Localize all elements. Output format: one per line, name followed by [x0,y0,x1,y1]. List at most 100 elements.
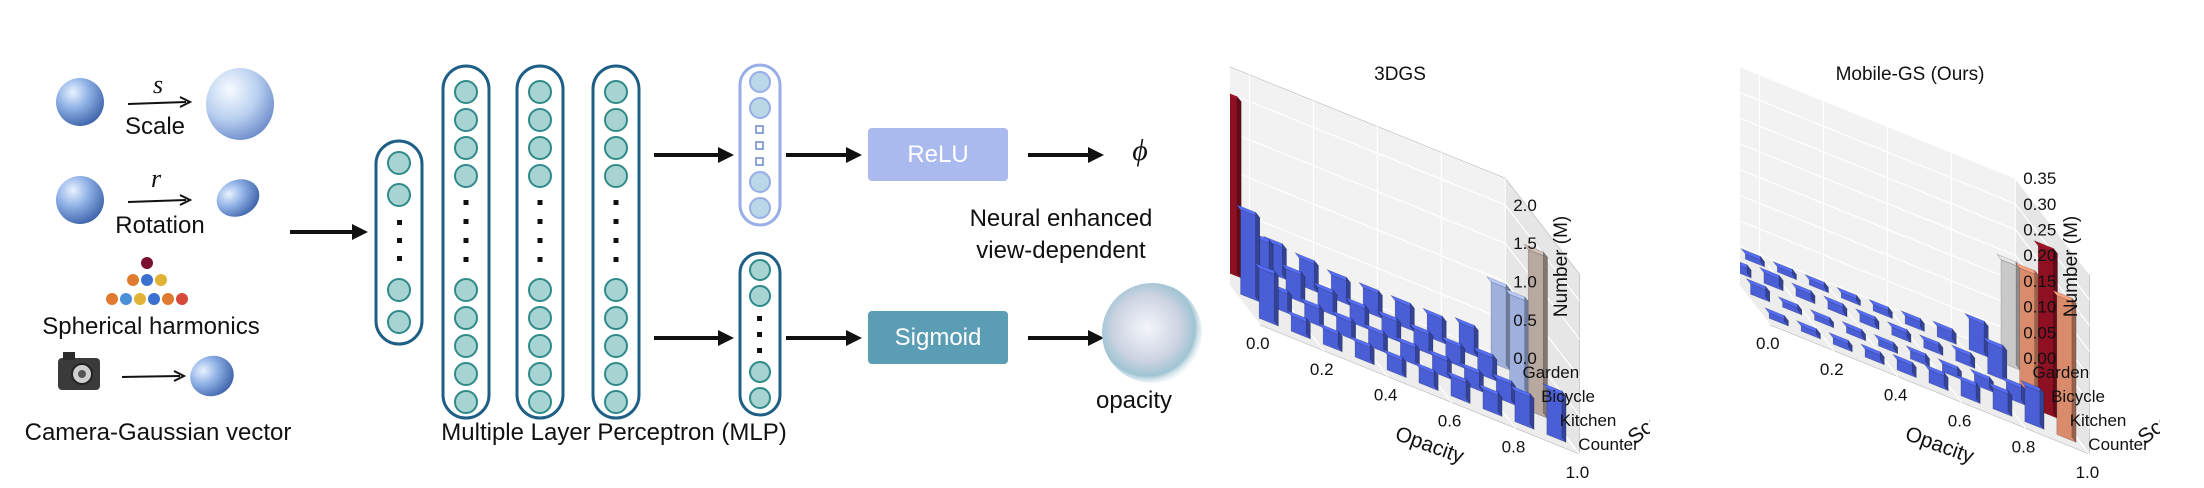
bar-counter-5 [1433,369,1439,392]
bar-bicycle-7 [1970,351,1976,370]
relu-box: ReLU [868,128,1008,181]
view-dependent-label: view-dependent [976,237,1146,264]
mlp-neuron [528,80,552,104]
bar-garden-5 [1887,306,1893,320]
bar-counter-7 [2007,389,2013,418]
grid-line [1758,74,1835,352]
bar-counter-3 [1369,343,1375,366]
x-tick-label: 1.0 [1566,463,1590,482]
z-axis-label: Number (M) [2061,216,2082,317]
scale-symbol: s [152,70,164,99]
mlp-ellipsis-dot [463,200,469,205]
bar-bicycle-2 [1810,289,1816,305]
chart-title: Mobile-GS (Ours) [1836,64,1985,85]
bar-kitchen-5 [1925,352,1930,368]
x-tick-label: 1.0 [2076,463,2100,482]
mlp-ellipsis-dot [613,219,619,224]
x-tick-label: 0.0 [1246,334,1270,353]
grid-line [1230,285,1261,326]
x-tick-label: 0.2 [1820,360,1844,379]
bar-counter-7 [1497,391,1503,418]
mlp-hidden-column [515,64,565,420]
mlp-neuron [604,390,628,414]
bar-garden-7 [1951,327,1957,346]
mlp-hidden-column [591,64,641,420]
z-tick-label: 1.0 [1513,273,1537,292]
x-tick-label: 0.4 [1374,386,1398,405]
sigmoid-label: Sigmoid [894,323,982,351]
z-tick-label: 0.20 [2023,246,2056,265]
camera-arrow [121,375,181,378]
bar-kitchen-0 [1765,285,1771,303]
bar-counter-0 [1273,270,1279,327]
rotation-arrow [127,199,187,203]
x-tick-label: 0.6 [1438,412,1462,431]
mlp-ellipsis-dot [613,238,619,243]
mlp-neuron [604,136,628,160]
mlp-neuron [604,164,628,188]
bar-counter-9 [2071,297,2077,444]
bar-kitchen-0 [1255,211,1261,303]
y-tick-label: Garden [2033,363,2090,382]
z-tick-label: 2.0 [1513,196,1537,215]
bar-garden-6 [1919,317,1925,333]
mlp-neuron [454,334,478,358]
chart-3dgs: 0.00.20.40.60.81.0CounterKitchenBicycleG… [1230,64,1650,482]
grid-line [1740,285,1771,326]
y-tick-label: Kitchen [2070,411,2127,430]
mlp-neuron [528,334,552,358]
camera-icon [58,352,100,390]
bar-kitchen-2 [1829,316,1834,329]
y-tick-label: Counter [2088,435,2149,454]
z-tick-label: 0.10 [2023,298,2056,317]
neural-enhanced-label: Neural enhanced [969,205,1153,232]
gaussian-scaled-icon [206,68,274,140]
spherical-harmonics-label: Spherical harmonics [42,313,260,340]
bar-bicycle-8 [2002,344,2008,383]
gaussian-small-icon [56,176,104,224]
phi-symbol: ϕ [1132,134,1148,167]
bar-counter-8 [2039,387,2045,431]
y-tick-label: Kitchen [1560,411,1617,430]
z-tick-label: 0.35 [2023,169,2056,188]
x-tick-label: 0.2 [1310,360,1334,379]
bar-bicycle-0 [1746,264,1752,279]
mlp-neuron [604,108,628,132]
bar-counter-0 [1783,314,1789,327]
mlp-neuron [454,80,478,104]
z-tick-label: 1.5 [1513,234,1537,253]
opacity-gaussian-icon [1102,283,1202,383]
mlp-input-column [374,139,424,346]
bar-counter-6 [1465,378,1471,405]
x-tick-label: 0.8 [1502,437,1526,456]
mlp-neuron [454,390,478,414]
gaussian-small-icon [56,78,104,126]
upper-output-column [738,63,782,227]
mlp-neuron [528,362,552,386]
sigmoid-box: Sigmoid [868,311,1008,364]
z-tick-label: 0.25 [2023,221,2056,240]
bar-kitchen-9 [1542,251,1548,420]
y-tick-label: Bicycle [1541,387,1595,406]
bar-bicycle-5 [1906,328,1912,344]
mlp-neuron [528,390,552,414]
y-tick-label: Bicycle [2051,387,2105,406]
bar-garden-3 [1824,281,1829,294]
y-tick-label: Counter [1578,435,1639,454]
scale-label: Scale [124,113,186,140]
z-tick-label: 0.15 [2023,272,2056,291]
mlp-ellipsis-dot [613,257,619,262]
chart-mobile-gs: 0.00.20.40.60.81.0CounterKitchenBicycleG… [1740,64,2160,482]
camera-gaussian-label: Camera-Gaussian vector [24,419,292,446]
bar-bicycle-6 [1938,341,1944,357]
z-tick-label: 0.05 [2023,323,2056,342]
scale-arrow [127,101,187,105]
mlp-ellipsis-dot [537,200,543,205]
lower-output-column [738,251,782,417]
bar-kitchen-3 [1861,328,1866,342]
bar-counter-4 [1401,356,1407,379]
bar-counter-2 [1337,330,1343,353]
bar-kitchen-3 [1351,317,1356,342]
mlp-hidden-columns [441,64,641,420]
